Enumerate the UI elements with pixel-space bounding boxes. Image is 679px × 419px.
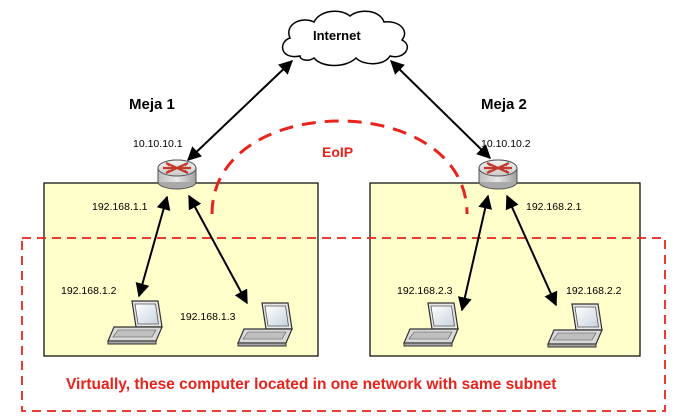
client-ip: 192.168.2.3 (397, 285, 453, 297)
virtual-network-border (21, 237, 666, 412)
eoip-tunnel-arc (210, 119, 469, 215)
lan-link-192-168-1-2 (135, 195, 171, 298)
router-icon (477, 158, 519, 191)
wan-link-meja-2 (390, 60, 491, 159)
lan-link-192-168-1-3 (188, 194, 248, 305)
router-wan-ip-meja-2: 10.10.10.2 (481, 138, 531, 150)
site-title-meja-1: Meja 1 (129, 96, 175, 113)
virtual-network-caption: Virtually, these computer located in one… (66, 376, 557, 393)
client-ip: 192.168.1.2 (61, 285, 117, 297)
cloud-label: Internet (313, 28, 361, 43)
lan-link-192-168-2-2 (505, 194, 558, 307)
site-title-meja-2: Meja 2 (481, 96, 527, 113)
router-lan-ip-meja-2: 192.168.2.1 (526, 201, 582, 213)
eoip-label: EoIP (322, 144, 354, 160)
router-wan-ip-meja-1: 10.10.10.1 (133, 138, 183, 150)
router-icon (156, 158, 198, 191)
lan-link-192-168-2-3 (457, 194, 493, 312)
router-lan-ip-meja-1: 192.168.1.1 (92, 201, 148, 213)
wan-link-meja-1 (186, 60, 294, 161)
client-ip: 192.168.2.2 (566, 285, 622, 297)
client-ip: 192.168.1.3 (180, 311, 236, 323)
cloud-icon (281, 10, 408, 67)
